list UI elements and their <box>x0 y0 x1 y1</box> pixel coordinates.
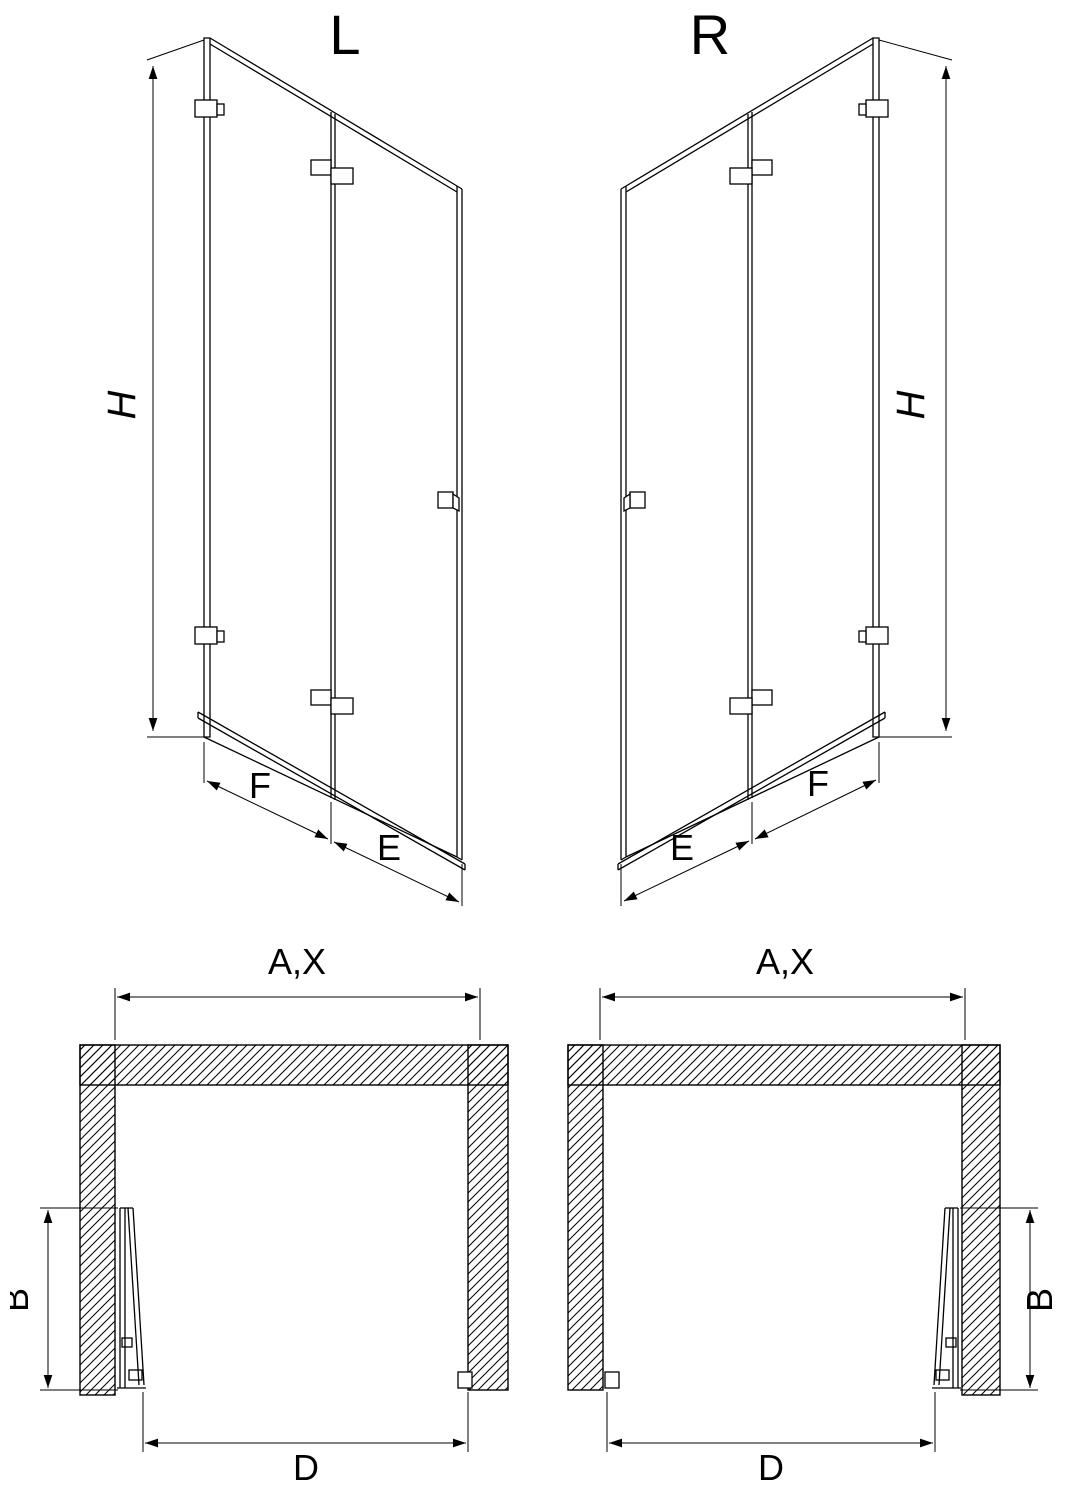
r-plan-dim-width <box>599 988 966 1040</box>
hinge-icon <box>310 689 332 706</box>
l-plan-figure: A,X B <box>10 941 509 1488</box>
hinge-icon <box>858 103 867 116</box>
pivot-icon <box>121 1337 133 1348</box>
hinge-icon <box>330 167 354 185</box>
handle-icon <box>623 492 631 513</box>
wall-left <box>567 1044 604 1391</box>
hinge-icon <box>194 99 218 118</box>
l-door-figure: L H <box>105 3 466 906</box>
hinge-icon <box>216 630 225 643</box>
l-dim-f-label: F <box>249 765 271 806</box>
l-dim-f-e <box>203 742 463 906</box>
r-dim-f-label: F <box>807 763 829 804</box>
l-plan-door-stop <box>457 1371 473 1389</box>
hinge-icon <box>751 159 773 176</box>
hinge-icon <box>194 626 218 645</box>
wall-right <box>961 1044 1001 1396</box>
hinge-icon <box>865 626 889 645</box>
l-door-hinges <box>194 99 460 715</box>
pivot-icon <box>935 1369 950 1381</box>
l-door-label: L <box>329 3 360 66</box>
l-door-bottom-rail <box>197 711 466 871</box>
hinge-icon <box>751 689 773 706</box>
l-plan-folded-door <box>117 1207 146 1389</box>
r-dim-e-f <box>620 742 880 906</box>
hinge-icon <box>858 630 867 643</box>
l-plan-b-label: B <box>10 1288 36 1312</box>
r-door-glass-panels <box>620 37 880 861</box>
r-plan-dim-b <box>960 1207 1038 1391</box>
wall-top <box>79 1044 509 1086</box>
wall-left <box>79 1044 116 1396</box>
r-plan-width-label: A,X <box>756 941 814 982</box>
pivot-icon <box>128 1369 143 1381</box>
l-plan-walls <box>79 1044 509 1396</box>
r-dim-height-label: H <box>889 390 933 419</box>
r-door-label: R <box>690 3 730 66</box>
hinge-icon <box>216 103 225 116</box>
l-plan-dim-d <box>142 1392 469 1452</box>
r-plan-figure: A,X B <box>567 941 1060 1488</box>
handle-icon <box>437 491 454 509</box>
r-door-hinges <box>623 99 889 715</box>
l-door-glass-panels <box>203 37 463 861</box>
r-door-bottom-rail <box>617 711 886 871</box>
wall-right <box>467 1044 509 1391</box>
r-dim-height <box>878 39 953 738</box>
wall-top <box>567 1044 1001 1086</box>
l-plan-dim-width <box>114 988 481 1040</box>
hinge-icon <box>729 167 753 185</box>
hinge-icon <box>310 159 332 176</box>
l-dim-e-label: E <box>377 827 401 868</box>
r-plan-door-stop <box>604 1371 620 1389</box>
pivot-icon <box>945 1337 957 1348</box>
r-dim-e-label: E <box>670 827 694 868</box>
handle-icon <box>452 492 460 513</box>
hinge-icon <box>729 697 753 715</box>
r-plan-b-label: B <box>1019 1288 1060 1312</box>
handle-icon <box>629 491 646 509</box>
r-plan-d-label: D <box>758 1447 784 1488</box>
hinge-icon <box>865 99 889 118</box>
r-plan-folded-door <box>932 1207 961 1389</box>
l-plan-width-label: A,X <box>268 941 326 982</box>
r-door-figure: R H <box>617 3 953 906</box>
l-dim-height <box>146 39 205 738</box>
l-dim-height-label: H <box>105 390 144 419</box>
l-plan-d-label: D <box>293 1447 319 1488</box>
r-plan-dim-d <box>606 1392 936 1452</box>
l-plan-dim-b <box>40 1207 118 1391</box>
r-plan-walls <box>567 1044 1001 1396</box>
hinge-icon <box>330 697 354 715</box>
